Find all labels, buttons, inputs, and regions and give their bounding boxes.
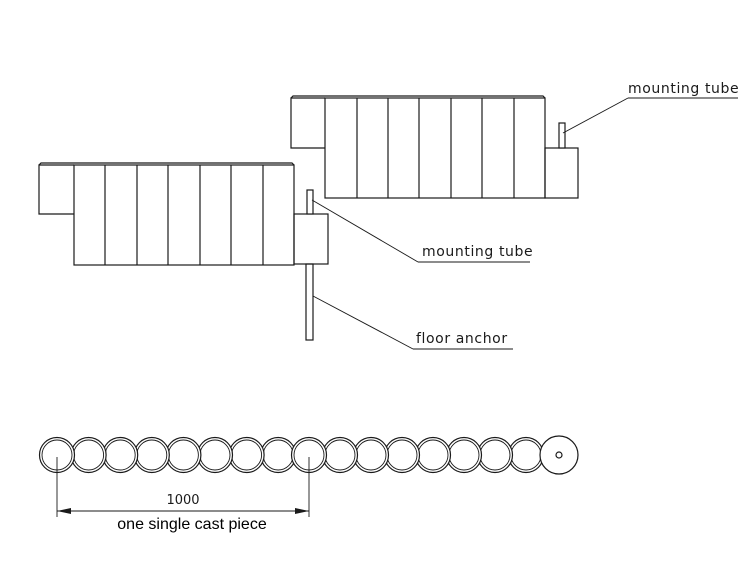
label-mounting-tube-mid: mounting tube xyxy=(422,244,533,260)
section-circle xyxy=(445,436,483,474)
upper-radiator-body xyxy=(324,97,546,199)
lower-radiator xyxy=(38,162,329,341)
upper-radiator-top-cap xyxy=(290,95,546,99)
section-circle xyxy=(476,436,514,474)
section-circle xyxy=(260,436,297,474)
leader-mounting-tube-top: mounting tube xyxy=(562,81,739,134)
section-circle xyxy=(352,436,390,474)
dimension-value: 1000 xyxy=(166,493,199,508)
upper-radiator-left-flange xyxy=(290,97,325,149)
lower-radiator-top-cap xyxy=(38,162,295,166)
lower-mounting-tube xyxy=(306,189,314,215)
section-circle xyxy=(507,436,545,474)
label-floor-anchor: floor anchor xyxy=(416,331,508,347)
lower-mounting-bracket xyxy=(293,213,329,265)
leader-floor-anchor: floor anchor xyxy=(312,295,513,350)
section-circle xyxy=(196,436,234,474)
section-circle xyxy=(102,436,139,474)
section-circle xyxy=(165,436,202,474)
upper-radiator-sections xyxy=(356,98,515,198)
lower-radiator-left-flange xyxy=(38,164,74,215)
dimension-1000: 1000 one single cast piece xyxy=(56,457,310,533)
lower-radiator-body xyxy=(73,164,295,266)
lower-radiator-sections xyxy=(104,165,264,265)
section-circle xyxy=(70,436,107,474)
upper-mounting-tube xyxy=(558,122,566,149)
section-circle xyxy=(321,436,359,474)
plan-view-end-cap xyxy=(539,435,579,475)
plan-view-sections xyxy=(38,436,545,474)
section-circle xyxy=(133,436,170,474)
section-circle xyxy=(383,436,421,474)
section-circle xyxy=(414,436,452,474)
floor-anchor-post xyxy=(305,263,314,341)
label-mounting-tube-top: mounting tube xyxy=(628,81,739,97)
upper-radiator xyxy=(290,95,579,199)
dimension-caption: one single cast piece xyxy=(117,516,267,533)
leader-mounting-tube-mid: mounting tube xyxy=(311,199,533,263)
section-circle xyxy=(228,436,265,474)
upper-mounting-bracket xyxy=(544,147,579,199)
